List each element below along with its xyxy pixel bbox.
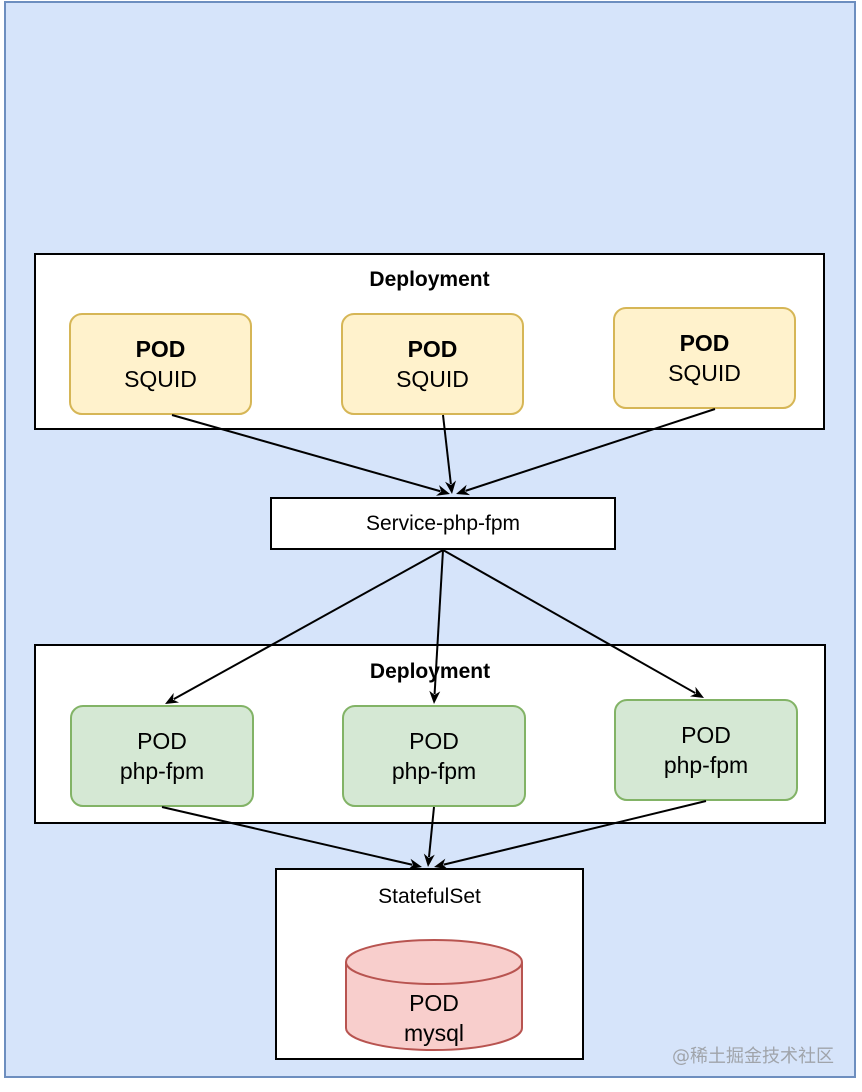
mysql-app-label: mysql [403,1020,465,1046]
arrowhead-icon [429,690,441,704]
pod-app-label: SQUID [124,366,197,392]
pod-app-label: php-fpm [391,758,477,784]
deployment-title: Deployment [369,660,491,683]
service-php-fpm[interactable]: Service-php-fpm [270,497,616,550]
edge-line [161,806,413,866]
arrowhead-icon [423,853,435,867]
edge-line [171,414,441,493]
edge-service-to-php-fpm-1 [165,549,444,704]
edge-line [465,408,716,492]
edge-php-fpm-3-to-statefulset [434,800,707,870]
mysql-pod-label: POD [409,990,459,1016]
pod-php-fpm-3[interactable]: POD php-fpm [614,699,798,801]
pod-app-label: SQUID [396,366,469,392]
arrowhead-icon [689,686,704,698]
edge-line [427,806,435,858]
edge-line [443,800,707,866]
edge-php-fpm-2-to-statefulset [423,806,435,867]
arrowhead-icon [435,485,450,496]
pod-squid-1[interactable]: POD SQUID [69,313,252,415]
pod-php-fpm-2[interactable]: POD php-fpm [342,705,526,807]
arrowhead-icon [434,858,448,870]
arrowhead-icon [165,692,180,704]
pod-app-label: php-fpm [663,752,749,778]
edge-line [173,549,444,701]
edge-php-fpm-1-to-statefulset [161,806,422,870]
service-label: Service-php-fpm [365,511,521,535]
edge-squid-3-to-service [456,408,716,496]
edge-line [442,414,452,485]
pod-label: POD [137,728,187,754]
arrowhead-icon [445,480,456,494]
pod-label: POD [407,336,458,362]
pod-squid-3[interactable]: POD SQUID [613,307,796,409]
deployment-title: Deployment [369,268,490,291]
edge-service-to-php-fpm-2 [429,549,444,704]
edge-squid-2-to-service [442,414,456,494]
edge-squid-1-to-service [171,414,450,496]
pod-app-label: php-fpm [119,758,205,784]
pod-label: POD [135,336,186,362]
edge-line [433,549,444,695]
pod-squid-2[interactable]: POD SQUID [341,313,524,415]
watermark-text: @稀土掘金技术社区 [672,1046,834,1067]
pod-label: POD [409,728,459,754]
edge-service-to-php-fpm-3 [442,549,704,698]
arrowhead-icon [456,484,471,496]
mysql-db-cylinder[interactable] [345,939,523,1051]
statefulset-title: StatefulSet [378,885,481,908]
pod-php-fpm-1[interactable]: POD php-fpm [70,705,254,807]
edge-line [442,549,696,694]
pod-label: POD [681,722,731,748]
pod-label: POD [679,330,730,356]
pod-app-label: SQUID [668,360,741,386]
arrowhead-icon [408,858,422,870]
